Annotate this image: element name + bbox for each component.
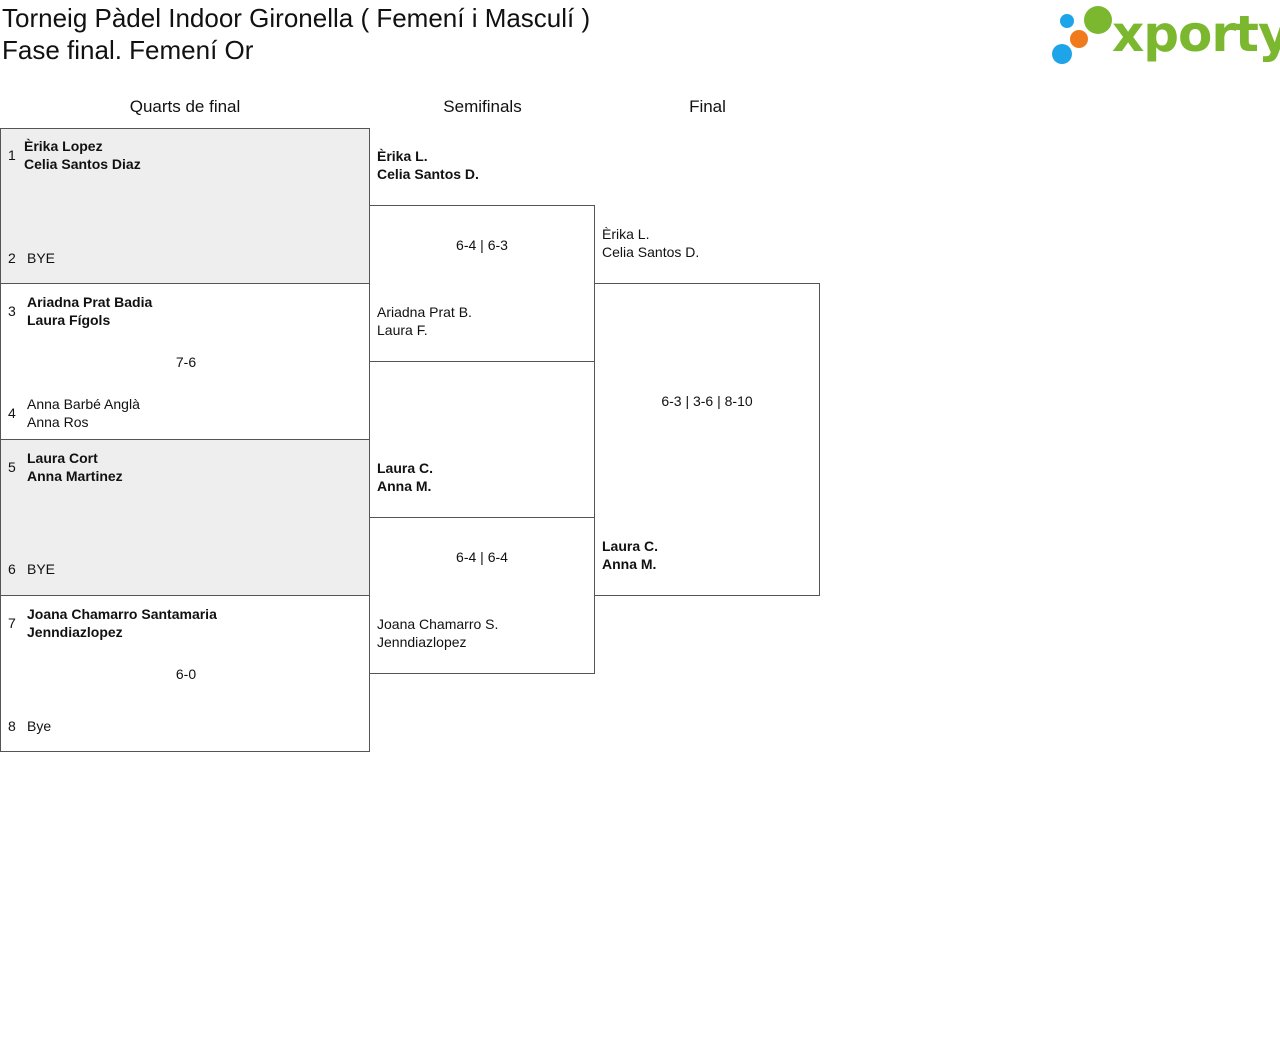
logo-dot-green bbox=[1084, 6, 1112, 34]
player-name: Anna M. bbox=[602, 556, 657, 572]
team-bottom: Anna Barbé Anglà Anna Ros bbox=[27, 395, 140, 431]
final-team-top: Èrika L. Celia Santos D. bbox=[602, 225, 699, 261]
page-title: Torneig Pàdel Indoor Gironella ( Femení … bbox=[2, 3, 591, 33]
team-seed: 8 bbox=[8, 718, 16, 734]
semifinal-2-team-bottom: Joana Chamarro S. Jenndiazlopez bbox=[377, 615, 498, 651]
semifinal-1-team-top: Èrika L. Celia Santos D. bbox=[377, 147, 479, 183]
player-name: Celia Santos D. bbox=[602, 244, 700, 260]
round-header-semifinals: Semifinals bbox=[443, 97, 522, 116]
final-team-bottom: Laura C. Anna M. bbox=[602, 537, 658, 573]
semifinal-1-team-bottom: Ariadna Prat B. Laura F. bbox=[377, 303, 472, 339]
team-bottom: BYE bbox=[27, 249, 55, 267]
page-subtitle: Fase final. Femení Or bbox=[2, 35, 254, 65]
team-top: Ariadna Prat Badia Laura Fígols bbox=[27, 293, 152, 329]
logo-dot-orange bbox=[1070, 30, 1088, 48]
quarterfinal-match-1: 1 Èrika Lopez Celia Santos Diaz 2 BYE bbox=[0, 128, 370, 284]
player-name: Jenndiazlopez bbox=[377, 634, 467, 650]
team-seed: 4 bbox=[8, 405, 16, 421]
player-name: Laura F. bbox=[377, 322, 428, 338]
team-top: Èrika Lopez Celia Santos Diaz bbox=[24, 137, 141, 173]
logo-wordmark: xporty bbox=[1112, 5, 1280, 63]
quarterfinal-match-2: 3 Ariadna Prat Badia Laura Fígols 7-6 4 … bbox=[0, 283, 370, 440]
player-name: Anna Martinez bbox=[27, 468, 123, 484]
team-seed: 1 bbox=[8, 147, 16, 163]
player-name: BYE bbox=[27, 250, 56, 266]
match-score: 6-0 bbox=[175, 666, 197, 682]
match-score: 6-3 | 3-6 | 8-10 bbox=[661, 393, 753, 409]
semifinal-2-team-top: Laura C. Anna M. bbox=[377, 459, 433, 495]
team-seed: 2 bbox=[8, 250, 16, 266]
team-seed: 7 bbox=[8, 615, 16, 631]
player-name: Laura Fígols bbox=[27, 312, 111, 328]
team-seed: 3 bbox=[8, 303, 16, 319]
player-name: Ariadna Prat B. bbox=[377, 304, 472, 320]
team-top: Joana Chamarro Santamaria Jenndiazlopez bbox=[27, 605, 217, 641]
team-seed: 6 bbox=[8, 561, 16, 577]
player-name: Joana Chamarro Santamaria bbox=[27, 606, 217, 622]
team-bottom: Bye bbox=[27, 717, 51, 735]
round-header-quarterfinals: Quarts de final bbox=[129, 97, 241, 116]
player-name: Anna Barbé Anglà bbox=[27, 396, 140, 412]
player-name: BYE bbox=[27, 561, 56, 577]
semifinal-match-2: 6-4 | 6-4 bbox=[369, 517, 595, 674]
player-name: Laura C. bbox=[377, 460, 434, 476]
match-score: 7-6 bbox=[175, 354, 197, 370]
player-name: Èrika L. bbox=[602, 226, 650, 242]
semifinal-match-1: 6-4 | 6-3 bbox=[369, 205, 595, 362]
xporty-logo[interactable]: xporty bbox=[1050, 4, 1280, 68]
player-name: Ariadna Prat Badia bbox=[27, 294, 153, 310]
quarterfinal-match-3: 5 Laura Cort Anna Martinez 6 BYE bbox=[0, 439, 370, 596]
team-bottom: BYE bbox=[27, 560, 55, 578]
player-name: Anna Ros bbox=[27, 414, 89, 430]
player-name: Jenndiazlopez bbox=[27, 624, 123, 640]
logo-dot-blue-small bbox=[1060, 14, 1074, 28]
team-seed: 5 bbox=[8, 459, 16, 475]
player-name: Èrika Lopez bbox=[24, 138, 103, 154]
player-name: Anna M. bbox=[377, 478, 432, 494]
quarterfinal-match-4: 7 Joana Chamarro Santamaria Jenndiazlope… bbox=[0, 595, 370, 752]
match-score: 6-4 | 6-4 bbox=[456, 549, 508, 565]
player-name: Èrika L. bbox=[377, 148, 428, 164]
player-name: Celia Santos D. bbox=[377, 166, 479, 182]
player-name: Joana Chamarro S. bbox=[377, 616, 499, 632]
player-name: Laura C. bbox=[602, 538, 659, 554]
round-header-final: Final bbox=[689, 97, 726, 116]
player-name: Celia Santos Diaz bbox=[24, 156, 141, 172]
final-match: 6-3 | 3-6 | 8-10 bbox=[594, 283, 820, 596]
logo-dot-blue-large bbox=[1052, 44, 1072, 64]
player-name: Laura Cort bbox=[27, 450, 98, 466]
team-top: Laura Cort Anna Martinez bbox=[27, 449, 123, 485]
match-score: 6-4 | 6-3 bbox=[456, 237, 508, 253]
player-name: Bye bbox=[27, 718, 52, 734]
